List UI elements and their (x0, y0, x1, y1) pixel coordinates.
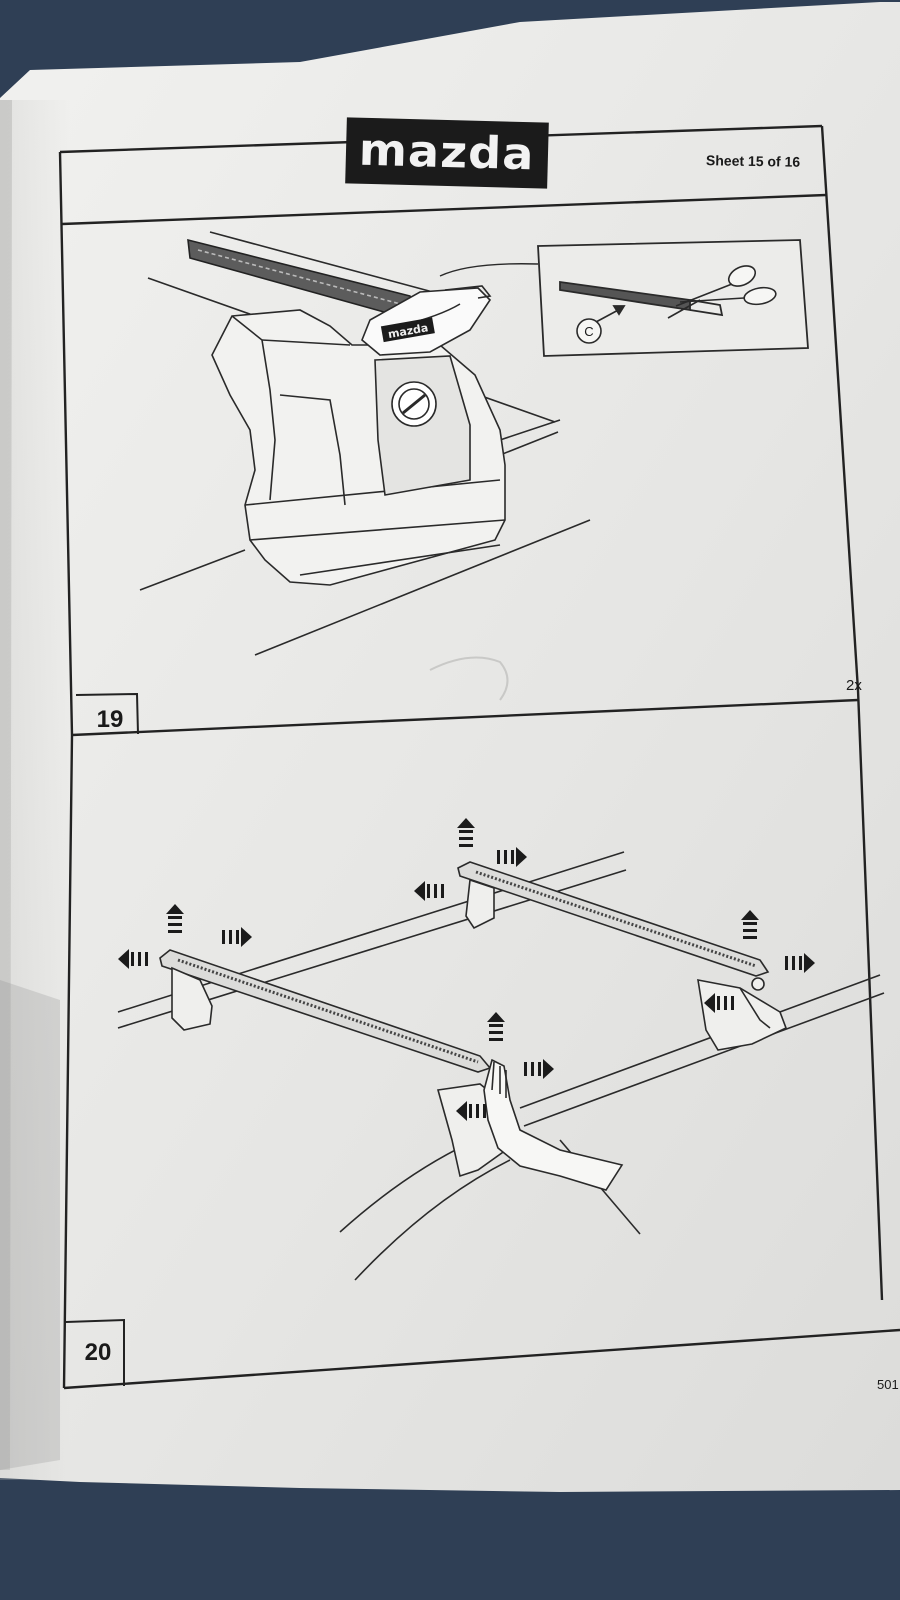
logo-text: mazda (358, 124, 536, 181)
frame-right (820, 125, 884, 1301)
arrow-right-icon (497, 847, 527, 867)
foot-front-left (171, 966, 213, 1031)
quantity-label: 2x (846, 677, 862, 694)
step-number-20: 20 (84, 1339, 112, 1366)
step-20-box (65, 1318, 125, 1386)
panel-divider (71, 698, 859, 737)
arrow-right-icon (785, 953, 815, 973)
step-19-box (75, 692, 139, 735)
frame-bottom (63, 1328, 900, 1390)
detail-inset (439, 239, 809, 357)
arrow-left-icon (414, 881, 444, 901)
foot-rear-left (465, 878, 495, 930)
header-divider (61, 193, 827, 226)
arrow-left-icon (704, 993, 734, 1013)
arrow-left-icon (118, 949, 148, 969)
arrow-up-icon (457, 818, 475, 847)
hand-icon (483, 1058, 624, 1191)
step-19-drawing (139, 231, 591, 656)
callout-c-circle (576, 318, 602, 344)
arrow-up-icon (741, 910, 759, 939)
arrow-up-icon (166, 904, 184, 933)
scissors-icon (667, 265, 777, 319)
arrow-left-icon (456, 1101, 486, 1121)
arrow-right-icon (222, 927, 252, 947)
arrow-right-icon (524, 1059, 554, 1079)
step-number-19: 19 (96, 706, 124, 733)
callout-c-label: C (584, 323, 594, 339)
sheet-number: Sheet 15 of 16 (705, 152, 801, 170)
movement-arrows (118, 818, 815, 1121)
mazda-logo: mazda (345, 117, 549, 189)
step-20-drawing (117, 851, 885, 1281)
arrow-up-icon (487, 1012, 505, 1041)
paper-sheet (0, 2, 900, 1492)
part-number: 501 (877, 1377, 899, 1392)
